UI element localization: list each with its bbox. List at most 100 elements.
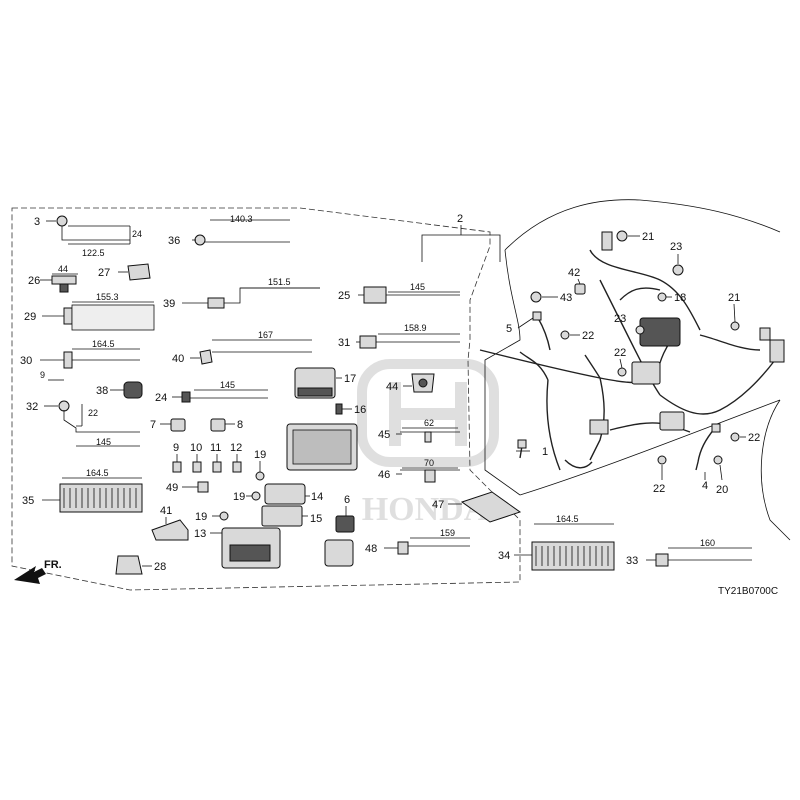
dim-39: 151.5 [268,277,291,287]
fuse-49 [197,481,209,493]
vehicle-fender-outline [484,249,521,496]
dim-26: 44 [58,264,68,274]
bolt-21-right [730,321,740,331]
callout-6: 6 [344,494,350,506]
callout-49: 49 [166,482,178,494]
bolt-21-upper [616,230,628,242]
part-24-terminal [181,391,268,403]
callout-22-b: 22 [614,347,626,359]
dim-35: 164.5 [86,468,109,478]
part-13-relay-box [221,527,281,569]
kit-boundary [11,207,521,591]
nut-23-upper [672,264,684,276]
part-5-relay [324,539,354,567]
bolt-43 [530,291,542,303]
part-48-terminal [397,541,470,555]
part-38-clip [123,381,143,399]
part-32-bracket [58,400,140,433]
honda-watermark-logo: HONDA [357,359,499,528]
dim-36: 140.3 [230,214,253,224]
part-28-clip [115,555,143,575]
callout-48: 48 [365,543,377,555]
callout-35: 35 [22,495,34,507]
part-6-relay [335,515,355,533]
harness-part-5-connector [532,311,542,321]
harness-part-4 [695,427,716,471]
part-31-grommet [359,335,460,349]
part-8-cap [210,418,226,432]
bolt-19-c [219,511,229,521]
callout-34: 34 [498,550,510,562]
dim-3-length: 122.5 [82,248,105,258]
dim-30-offset: 9 [40,370,45,380]
part-15-relay-box [261,505,303,527]
bolt-22-d [730,432,740,442]
dim-32-length: 145 [96,437,111,447]
callout-2-bracket [421,225,501,262]
callout-39: 39 [163,298,175,310]
part-17-fuse-box [286,423,358,471]
grommet-42 [574,283,586,295]
bolt-22-b [617,367,627,377]
bolt-22-a [560,330,570,340]
callout-21-b: 21 [728,292,740,304]
fuses-9-to-12 [172,461,242,473]
callout-33: 33 [626,555,638,567]
dim-29: 155.3 [96,292,119,302]
callout-30: 30 [20,355,32,367]
callout-31: 31 [338,337,350,349]
harness-part-5 [537,317,551,351]
dim-33: 160 [700,538,715,548]
callout-8: 8 [237,419,243,431]
bolt-22-c [657,455,667,465]
callout-20: 20 [716,484,728,496]
diagram-code: TY21B0700C [718,586,778,597]
callout-2: 2 [457,213,463,225]
callout-25: 25 [338,290,350,302]
honda-watermark-text: HONDA [362,491,489,528]
callout-22-a: 22 [582,330,594,342]
vehicle-body-outline [504,199,781,251]
callout-3: 3 [34,216,40,228]
callout-47: 47 [432,499,444,511]
front-indicator-label: FR. [44,559,62,571]
front-direction-arrow-icon: FR. [14,559,62,584]
callout-38: 38 [96,385,108,397]
bolt-18 [657,292,667,302]
callout-23-upper: 23 [670,241,682,253]
dim-31: 158.9 [404,323,427,333]
bolt-19-b [251,491,261,501]
callout-18: 18 [674,292,686,304]
vehicle-lower-line [519,399,781,496]
callout-36: 36 [168,235,180,247]
engine-room-harness [479,231,785,471]
callout-12: 12 [230,442,242,454]
callout-4: 4 [702,480,708,492]
bolt-20 [713,455,723,465]
part-41-cover [151,519,189,541]
callout-9: 9 [173,442,179,454]
part-33-terminal [655,553,752,567]
callout-1: 1 [542,446,548,458]
vehicle-wheel-arch [760,399,791,541]
callout-21-a: 21 [642,231,654,243]
callout-13: 13 [194,528,206,540]
part-46-bracket [400,469,460,483]
callout-45: 45 [378,429,390,441]
dim-46: 70 [424,458,434,468]
part-47-cover [460,491,522,523]
callout-22-c: 22 [653,483,665,495]
nut-23-mid [635,325,645,335]
callout-29: 29 [24,311,36,323]
part-45-bracket [400,431,460,443]
callout-19-c: 19 [195,511,207,523]
part-44-clip [411,373,435,393]
part-30-band [63,351,140,369]
callout-7: 7 [150,419,156,431]
part-1-terminal-head [517,439,527,449]
harness-part-4-connector [711,423,721,433]
callout-10: 10 [190,442,202,454]
dim-48: 159 [440,528,455,538]
part-37-box [294,367,336,399]
